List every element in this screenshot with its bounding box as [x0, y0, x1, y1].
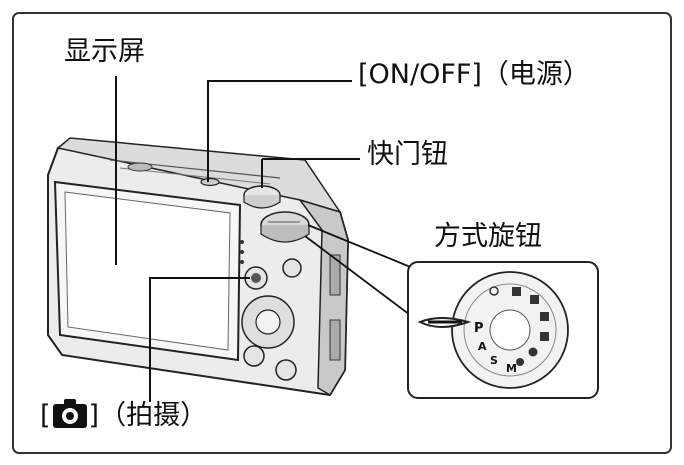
mode-dial-inset: P A S M	[407, 261, 599, 399]
set-button	[255, 309, 281, 335]
dial-letter-m: M	[506, 362, 517, 375]
dial-letter-s: S	[490, 354, 498, 367]
leader-shoot	[149, 277, 250, 402]
leader-power	[207, 80, 352, 182]
display-screen	[53, 180, 242, 362]
camera-icon	[52, 398, 87, 428]
label-power-button: [ON/OFF]（电源）	[358, 59, 590, 90]
play-button	[282, 258, 302, 278]
diagram-border	[12, 12, 672, 454]
power-button	[200, 177, 220, 187]
leader-lines	[115, 76, 360, 402]
label-shutter-button: 快门钮	[367, 139, 448, 170]
label-shoot-button: [ ] （拍摄）	[40, 398, 208, 431]
menu-button	[243, 345, 265, 367]
top-controls	[200, 177, 310, 243]
shoot-bracket-right: ]	[88, 400, 100, 431]
label-mode-dial: 方式旋钮	[434, 221, 542, 252]
back-buttons	[240, 240, 302, 381]
shoot-bracket-left: [	[40, 400, 51, 431]
dial-letter-a: A	[478, 340, 487, 353]
label-display-screen: 显示屏	[64, 36, 145, 67]
shoot-button-text: （拍摄）	[99, 400, 208, 431]
bs-button	[275, 359, 297, 381]
dial-letter-p: P	[474, 321, 484, 336]
